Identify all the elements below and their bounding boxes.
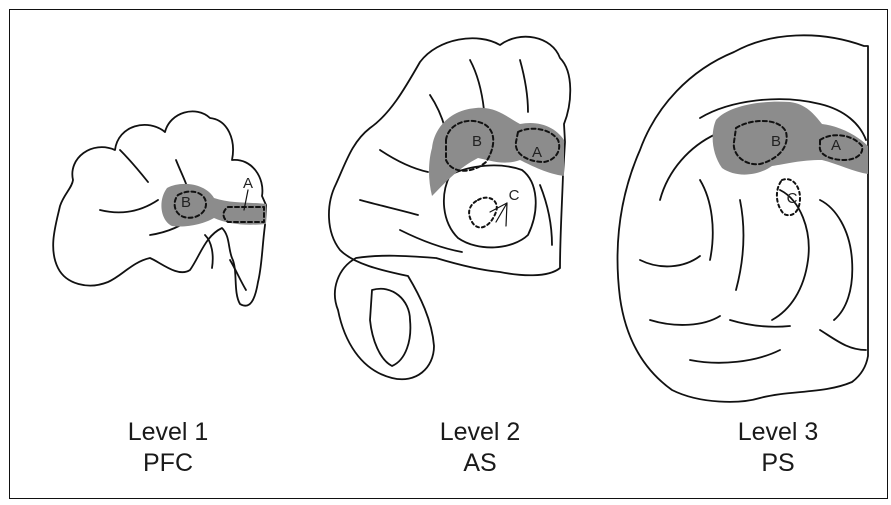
section-2-sulcus-3 <box>520 60 528 112</box>
section-3-inner-4 <box>650 316 720 325</box>
ps-caption: PS <box>668 448 888 478</box>
section-1-sulcus-6 <box>230 260 246 290</box>
section-2-sulcus-7 <box>540 185 552 245</box>
section-3-label-c: C <box>787 190 798 207</box>
section-3-label-a: A <box>831 137 841 154</box>
section-2-region-c <box>469 198 497 228</box>
section-2-c-pointers <box>490 203 507 226</box>
section-2-shaded <box>429 108 564 196</box>
section-1-label-a: A <box>243 175 253 192</box>
section-3-inner-9 <box>736 200 743 290</box>
section-1-sulcus-4 <box>120 150 148 182</box>
section-2-label-b: B <box>472 133 482 150</box>
section-2-sulcus-2 <box>470 60 484 110</box>
section-level-2 <box>329 37 570 380</box>
section-3-shaded <box>713 102 868 175</box>
section-2-sulcus-6 <box>400 230 462 252</box>
section-3-inner-2 <box>660 134 716 200</box>
section-3-inner-11 <box>730 320 790 327</box>
section-2-sulcus-4 <box>380 150 428 172</box>
level-2-caption: Level 2 <box>370 417 590 447</box>
pfc-caption: PFC <box>58 448 278 478</box>
section-3-inner-3 <box>640 256 700 266</box>
section-3-inner-6 <box>772 190 809 320</box>
section-3-inner-5 <box>690 350 780 363</box>
section-2-sulcus-5 <box>360 200 418 215</box>
section-1-sulcus-5 <box>205 235 213 268</box>
section-3-inner-7 <box>820 200 852 320</box>
section-3-inner-8 <box>700 180 713 260</box>
level-1-caption: Level 1 <box>58 417 278 447</box>
section-2-label-a: A <box>532 144 542 161</box>
section-1-sulcus-1 <box>100 200 158 212</box>
section-2-inner-fold <box>370 289 410 366</box>
as-caption: AS <box>370 448 590 478</box>
section-level-1 <box>53 111 266 305</box>
section-2-outline <box>329 37 570 380</box>
section-2-label-c: C <box>509 187 520 204</box>
section-3-inner-10 <box>820 330 866 350</box>
section-1-label-b: B <box>181 194 191 211</box>
section-level-3 <box>617 35 868 401</box>
section-3-label-b: B <box>771 133 781 150</box>
section-2-ventricle <box>444 165 536 247</box>
level-3-caption: Level 3 <box>668 417 888 447</box>
